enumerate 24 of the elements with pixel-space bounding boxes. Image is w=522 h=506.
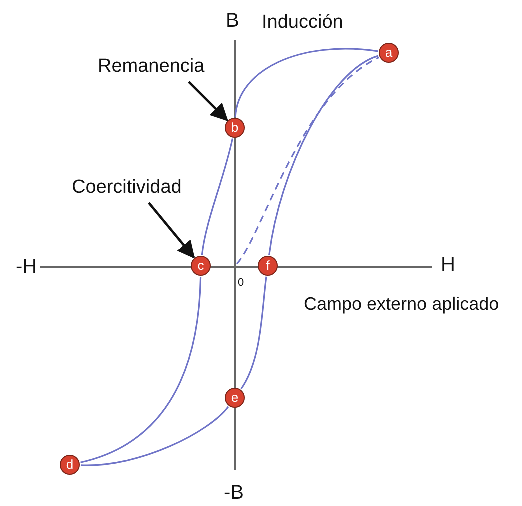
point-marker: c <box>191 256 211 276</box>
loop-curve <box>240 276 268 390</box>
axis-label: -B <box>224 482 244 505</box>
point-marker: b <box>225 118 245 138</box>
axis-label: B <box>226 10 240 33</box>
axis-label: 0 <box>238 277 244 289</box>
loop-curve <box>80 406 230 466</box>
leader-arrow <box>148 202 196 259</box>
leader-arrow <box>188 81 228 122</box>
loop-curve <box>268 55 379 256</box>
loop-curve <box>234 48 378 118</box>
point-marker: d <box>60 455 80 475</box>
axis-label: -H <box>16 256 38 279</box>
loop-curve <box>201 138 234 256</box>
dashed-curve <box>236 57 380 264</box>
axis-label: Campo externo aplicado <box>304 294 500 315</box>
axis-label: Inducción <box>262 12 344 34</box>
annotation-text: Coercitividad <box>72 177 182 199</box>
point-marker: a <box>379 43 399 63</box>
axis-label: H <box>441 254 456 277</box>
point-marker: e <box>225 388 245 408</box>
annotation-text: Remanencia <box>98 56 205 78</box>
point-marker: f <box>258 256 278 276</box>
loop-curve <box>80 276 202 464</box>
